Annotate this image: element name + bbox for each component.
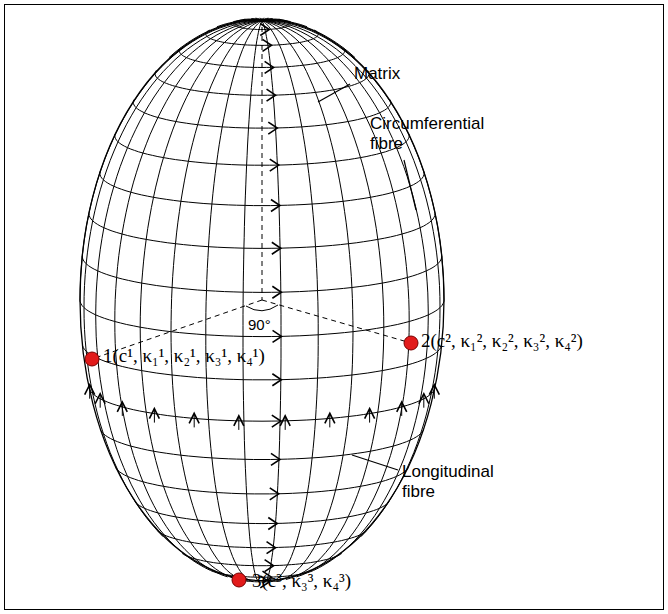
part-label: Circumferential fibre	[370, 114, 510, 153]
mesh-line	[171, 20, 262, 581]
fibre-arrow	[429, 385, 439, 395]
fibre-arrow	[271, 200, 280, 212]
fibre-arrow	[325, 413, 335, 423]
fibre-arrow	[189, 413, 199, 423]
fibre-arrow	[365, 409, 375, 419]
fibre-arrow	[267, 89, 276, 101]
point-label: 3(c³, κ₃³, κ₄³)	[252, 570, 351, 592]
mesh-line	[89, 388, 435, 421]
mesh-line	[262, 20, 355, 57]
fibre-arrow	[268, 517, 277, 529]
mesh-line	[96, 20, 262, 570]
fibre-arrow	[271, 453, 280, 465]
point-label: 1(c¹, κ₁¹, κ₂¹, κ₃¹, κ₄¹)	[103, 345, 265, 367]
mesh-line	[434, 386, 435, 399]
mesh-line	[169, 20, 262, 57]
wireframe	[80, 18, 444, 582]
fibre-arrow	[272, 242, 281, 254]
mesh-line	[285, 417, 286, 430]
mesh-line	[194, 414, 195, 427]
fibre-arrow	[265, 61, 274, 73]
mesh-line	[262, 20, 353, 581]
mesh-line	[262, 20, 384, 579]
mesh-line	[89, 386, 90, 399]
mesh-line	[116, 467, 409, 494]
fibre-arrow	[419, 394, 429, 404]
point-label: 2(c², κ₁², κ₂², κ₃², κ₄²)	[421, 330, 583, 352]
fibre-arrow	[397, 402, 407, 412]
fibre-arrow	[265, 560, 274, 572]
part-label: Matrix	[354, 64, 400, 84]
mesh-line	[369, 410, 370, 423]
fibre-arrow	[273, 330, 282, 342]
mesh-line	[157, 531, 366, 548]
mesh-line	[100, 395, 101, 408]
frame	[5, 5, 664, 610]
fibre-arrow	[234, 416, 244, 426]
fibre-arrow	[95, 394, 105, 404]
mesh-line	[80, 20, 262, 300]
fibre-arrow	[149, 409, 159, 419]
mesh-line	[83, 346, 442, 380]
axis-lines	[92, 18, 411, 359]
fibre-arrow	[85, 385, 95, 395]
mesh-line	[122, 403, 123, 416]
mesh-line	[423, 395, 424, 408]
mesh-line	[140, 20, 262, 579]
fibre-arrow	[117, 402, 127, 412]
mesh-line	[401, 403, 402, 416]
measurement-points	[85, 336, 418, 587]
mesh-line	[80, 300, 444, 337]
mesh-line	[262, 20, 318, 581]
angle-label: 90°	[248, 316, 271, 333]
mesh-line	[101, 430, 424, 459]
mesh-line	[238, 417, 239, 430]
part-label: Longitudinal fibre	[402, 462, 512, 501]
fibre-arrow	[262, 39, 271, 51]
fibre-arrow	[272, 286, 281, 298]
fibre-arrow	[270, 159, 279, 171]
fibre-arrow	[272, 415, 281, 427]
fibre-arrow	[268, 122, 277, 134]
mesh-line	[262, 20, 444, 300]
angle-arc	[246, 305, 278, 311]
fibre-arrow	[280, 416, 290, 426]
mesh-line	[206, 20, 262, 581]
mesh-line	[135, 502, 389, 524]
fibre-arrow	[270, 488, 279, 500]
fibre-arrow	[267, 542, 276, 554]
mesh-line	[329, 414, 330, 427]
fibre-arrow	[272, 374, 281, 386]
mesh-line	[182, 553, 342, 565]
mesh-line	[154, 410, 155, 423]
